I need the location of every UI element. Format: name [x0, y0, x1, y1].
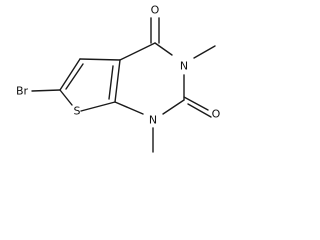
bond-c4a-c7a — [114, 59, 121, 103]
structure-diagram: Br S N N O O — [16, 4, 221, 153]
bond-c4a-c4 — [119, 42, 156, 61]
structure-svg: Br S N N O O — [16, 4, 221, 153]
bond-c5-c4a — [79, 58, 121, 61]
bond-c4-n3 — [154, 42, 173, 56]
bond-c2-o2 — [183, 96, 209, 111]
bond-c6-c5-double — [65, 63, 84, 90]
bond-s-c6 — [59, 89, 73, 106]
bond-c4a-c7a-double — [108, 65, 114, 100]
bond-n3-methyl — [193, 45, 216, 59]
bond-n1-c7a — [114, 101, 144, 115]
atom-o4-label: O — [151, 4, 160, 17]
atom-n1-label: N — [149, 114, 157, 127]
atom-br-label: Br — [16, 85, 29, 98]
bond-c2-o2-double — [187, 103, 212, 118]
bond-c6-c5 — [59, 58, 81, 91]
atom-n3-label: N — [180, 60, 188, 73]
bond-c6-br — [31, 89, 61, 92]
bond-c2-n1 — [162, 99, 185, 115]
atom-labels: Br S N N O O — [16, 4, 221, 127]
atom-o2-label: O — [212, 108, 221, 121]
bond-c7a-s — [80, 101, 116, 112]
bonds — [31, 17, 216, 153]
atom-s-label: S — [74, 105, 81, 118]
